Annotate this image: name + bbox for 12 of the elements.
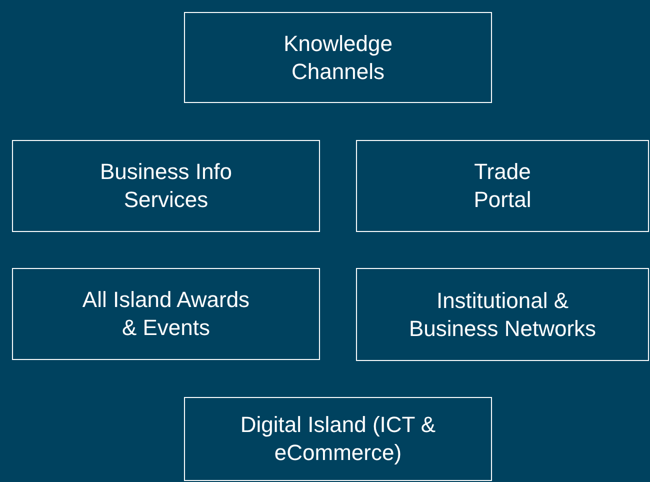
box-label: All Island Awards & Events xyxy=(81,286,251,342)
text-box xyxy=(184,397,492,481)
box-label: Trade Portal xyxy=(472,158,532,214)
box-label: Digital Island (ICT & eCommerce) xyxy=(239,411,437,467)
box-label: Knowledge Channels xyxy=(282,30,394,86)
box-label: Institutional & Business Networks xyxy=(408,286,598,342)
text-box xyxy=(356,268,649,361)
text-box xyxy=(184,12,492,103)
text-box xyxy=(12,140,320,232)
box-label: Business Info Services xyxy=(98,158,234,214)
text-box xyxy=(12,268,320,360)
text-box xyxy=(356,140,649,232)
